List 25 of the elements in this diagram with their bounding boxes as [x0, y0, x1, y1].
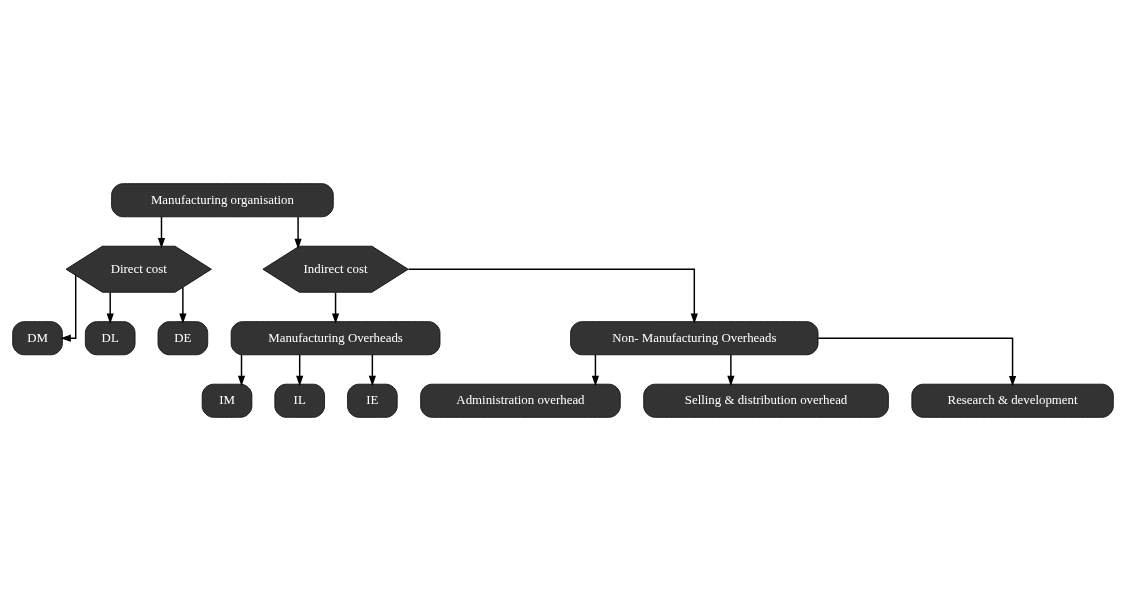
arrow	[331, 291, 340, 324]
arrow	[106, 291, 114, 324]
arrow	[368, 354, 376, 387]
arrow	[591, 354, 600, 387]
node-box: Selling & distribution overhead	[643, 383, 889, 418]
node-box: IE	[347, 383, 398, 418]
node-box: Manufacturing organisation	[111, 183, 334, 218]
node-box: Administration overhead	[420, 383, 621, 418]
node-box: DE	[157, 321, 209, 356]
node-box: DM	[12, 321, 63, 356]
node-box: IM	[201, 383, 253, 418]
node-box: IL	[274, 383, 325, 418]
arrow	[296, 354, 304, 387]
node-box: DL	[84, 321, 136, 356]
arrow	[157, 216, 166, 249]
arrow	[179, 286, 187, 324]
node-box: Manufacturing Overheads	[230, 321, 441, 356]
arrow	[727, 354, 735, 387]
arrow	[294, 216, 302, 250]
arrow	[817, 337, 1017, 387]
node-box: Research & development	[911, 383, 1114, 418]
node-box: Non- Manufacturing Overheads	[570, 321, 819, 356]
arrow	[60, 274, 77, 342]
arrow	[237, 354, 246, 387]
arrow	[407, 268, 698, 324]
